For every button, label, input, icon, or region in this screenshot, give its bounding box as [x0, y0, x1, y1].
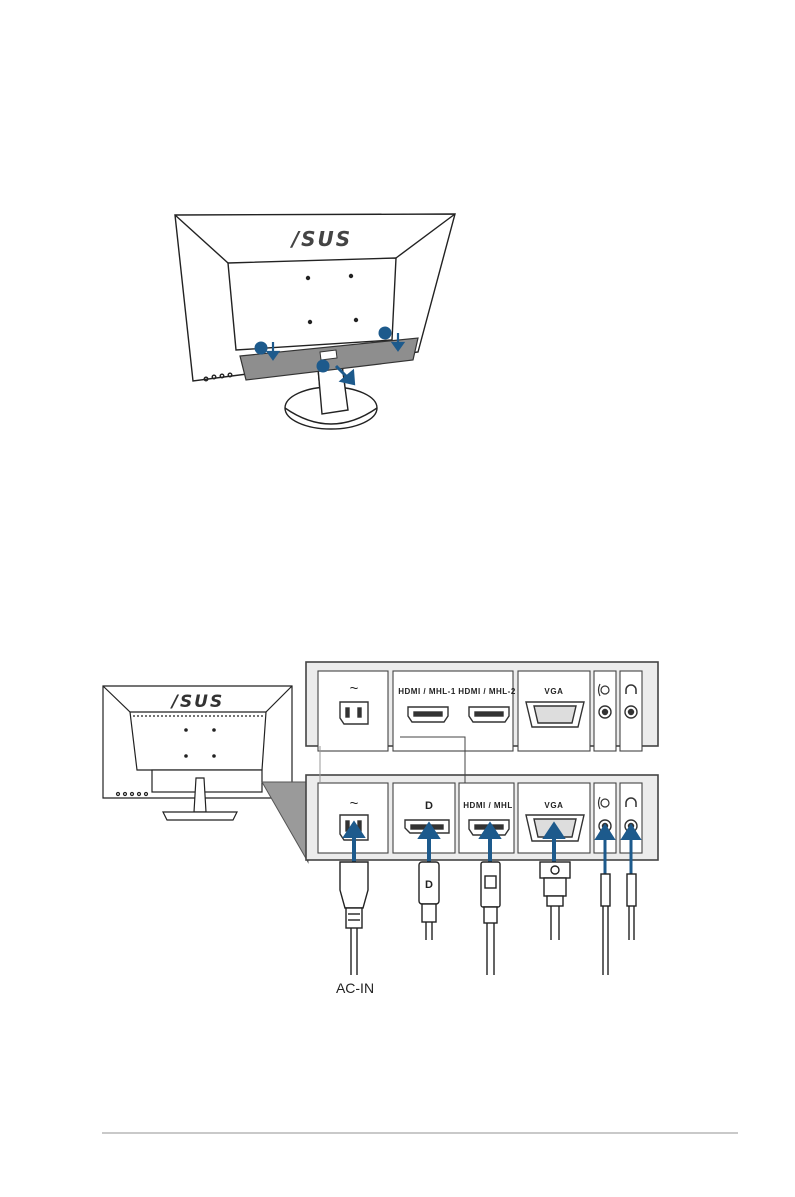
port-label-dp: D	[425, 800, 433, 812]
port-label-ac-bottom: ~	[350, 795, 359, 812]
port-label-hdmi: HDMI / MHL	[463, 801, 512, 810]
power-plug	[340, 862, 368, 908]
port-label-vga-bottom: VGA	[544, 801, 563, 810]
port-label-ac-top: ~	[350, 680, 359, 697]
cable-plugs: D	[340, 862, 636, 975]
headphone-plug	[627, 874, 636, 906]
audio-plug	[601, 874, 610, 906]
zoom-wedge	[262, 782, 308, 862]
dp-logo-plug: D	[425, 879, 433, 891]
port-label-hdmi2: HDMI / MHL-2	[458, 687, 516, 696]
port-label-hdmi1: HDMI / MHL-1	[398, 687, 456, 696]
port-label-vga-top: VGA	[544, 687, 563, 696]
page-footer-rule	[102, 1132, 738, 1134]
ac-in-label: AC-IN	[336, 980, 374, 996]
ac-socket-top	[340, 702, 368, 724]
brand-logo-2: /SUS	[170, 692, 225, 712]
